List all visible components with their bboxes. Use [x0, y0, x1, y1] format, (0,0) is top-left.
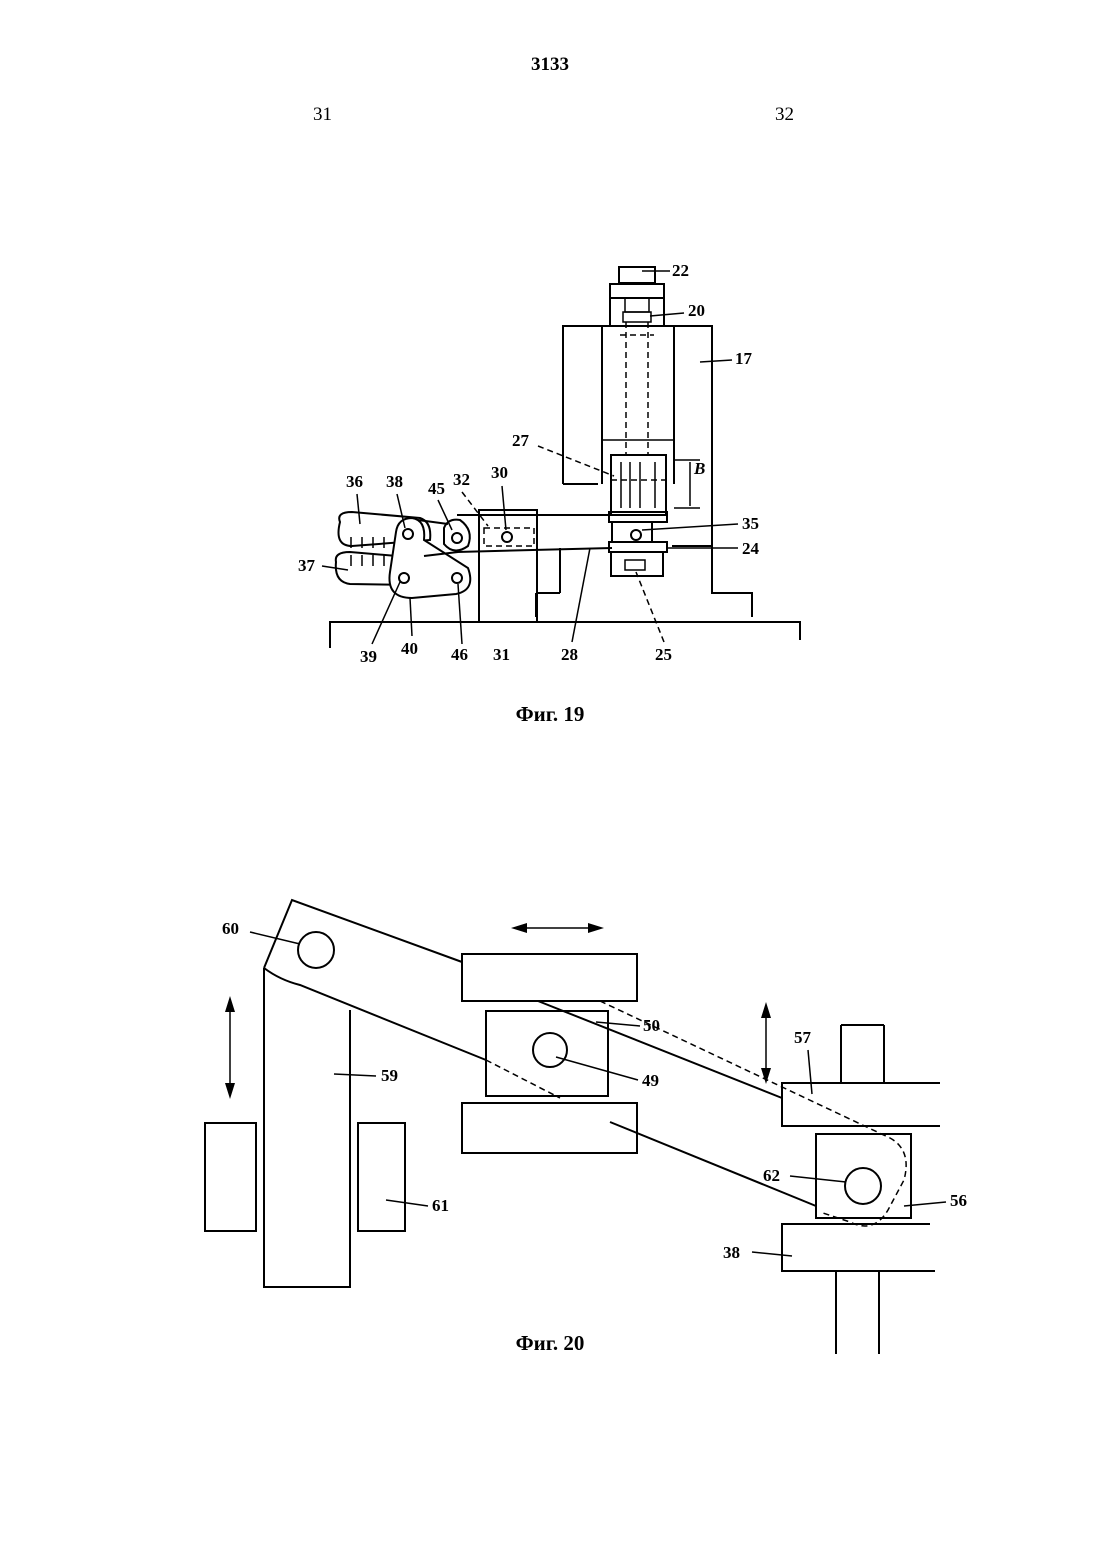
figure-19-caption: Фиг. 19: [0, 702, 1100, 727]
label-59: 59: [381, 1066, 398, 1085]
label-17: 17: [735, 349, 753, 368]
label-36: 36: [346, 472, 363, 491]
label-45: 45: [428, 479, 445, 498]
label-25: 25: [655, 645, 672, 664]
label-57: 57: [794, 1028, 812, 1047]
label-35: 35: [742, 514, 759, 533]
label-37: 37: [298, 556, 316, 575]
label-39: 39: [360, 647, 377, 666]
label-28: 28: [561, 645, 578, 664]
label-22: 22: [672, 261, 689, 280]
label-50: 50: [643, 1016, 660, 1035]
label-31: 31: [493, 645, 510, 664]
label-38: 38: [386, 472, 403, 491]
figure-20-drawing: [205, 900, 940, 1354]
label-20: 20: [688, 301, 705, 320]
label-62: 62: [763, 1166, 780, 1185]
label-56: 56: [950, 1191, 967, 1210]
label-b: В: [693, 459, 705, 478]
label-61: 61: [432, 1196, 449, 1215]
label-32: 32: [453, 470, 470, 489]
label-27: 27: [512, 431, 530, 450]
figure-20-labels: 60 50 57 59 49 62 56 61 38: [222, 919, 967, 1262]
label-38: 38: [723, 1243, 740, 1262]
label-24: 24: [742, 539, 760, 558]
figure-19-drawing: [330, 267, 800, 648]
label-49: 49: [642, 1071, 659, 1090]
label-30: 30: [491, 463, 508, 482]
figure-20-caption: Фиг. 20: [0, 1331, 1100, 1356]
label-40: 40: [401, 639, 418, 658]
label-46: 46: [451, 645, 468, 664]
label-60: 60: [222, 919, 239, 938]
